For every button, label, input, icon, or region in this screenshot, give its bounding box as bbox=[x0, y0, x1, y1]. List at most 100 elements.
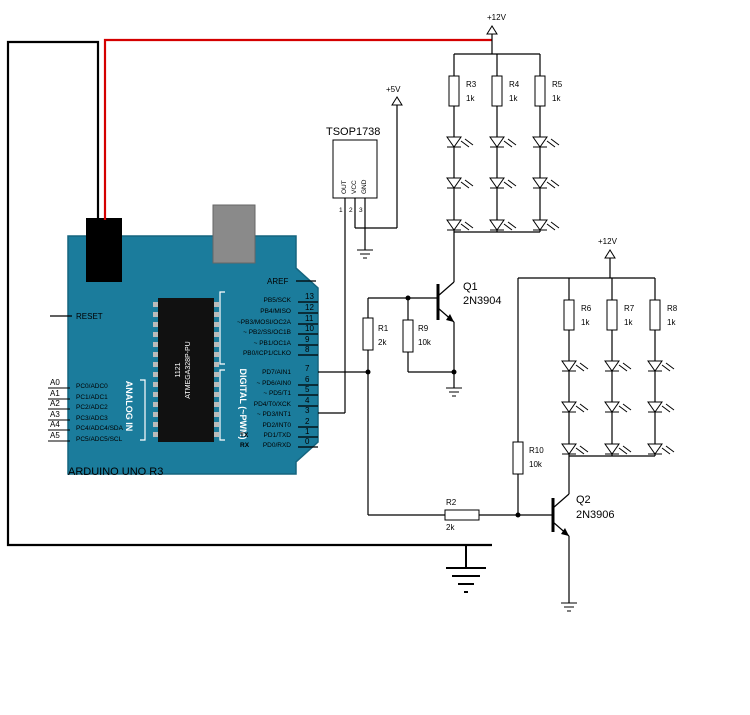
led-d11 bbox=[561, 401, 589, 413]
r1-value: 2k bbox=[378, 338, 387, 347]
r4-ref: R4 bbox=[509, 80, 520, 89]
pin-num-6: 6 bbox=[305, 375, 310, 384]
pin-label-1: PD1/TXD bbox=[264, 432, 292, 439]
transistor-q1: Q1 2N3904 bbox=[436, 281, 502, 397]
reset-label: RESET bbox=[76, 312, 103, 321]
analog-num-a5: A5 bbox=[50, 431, 60, 440]
led-d6 bbox=[489, 219, 517, 231]
pin-label-0: PD0/RXD bbox=[263, 442, 291, 449]
arduino-board: 1121 ATMEGA328P-PU DIGITAL (~PWM) ANALOG… bbox=[48, 204, 319, 478]
led-d10 bbox=[561, 360, 589, 372]
pin-num-12: 12 bbox=[305, 303, 314, 312]
pin-label-11: ~PB3/MOSI/OC2A bbox=[237, 319, 292, 326]
led-d14 bbox=[604, 401, 632, 413]
led-d17 bbox=[647, 401, 675, 413]
pin-label-7: PD7/AIN1 bbox=[262, 369, 291, 376]
power-wires bbox=[6, 38, 492, 593]
digital-bracket-bottom bbox=[219, 369, 225, 441]
pin-num-1: 1 bbox=[305, 427, 310, 436]
power-12v-top: +12V bbox=[454, 13, 540, 55]
junction-pin7 bbox=[365, 369, 371, 375]
pin-label-9: ~ PB1/OC1A bbox=[254, 340, 292, 347]
rx-label: RX bbox=[240, 442, 250, 449]
led-column-4: R6 1k bbox=[561, 278, 592, 470]
r3-ref: R3 bbox=[466, 80, 477, 89]
pin-label-13: PB5/SCK bbox=[264, 297, 292, 304]
power-jack bbox=[86, 218, 122, 282]
pin-num-0: 0 bbox=[305, 437, 310, 446]
led-d16 bbox=[647, 360, 675, 372]
r4-value: 1k bbox=[509, 94, 518, 103]
resistor-r7 bbox=[606, 299, 618, 331]
v12-top-arrow bbox=[486, 25, 498, 35]
led-column-6: R8 1k bbox=[647, 278, 678, 456]
q2-ref: Q2 bbox=[576, 494, 591, 506]
r7-value: 1k bbox=[624, 318, 633, 327]
resistor-r1 bbox=[362, 317, 374, 351]
led-d5 bbox=[489, 177, 517, 189]
chip-pins bbox=[153, 302, 219, 437]
pin-label-5: ~ PD5/T1 bbox=[263, 390, 291, 397]
led-bank-bottom: R6 1k R7 1k R8 1k bbox=[561, 278, 678, 470]
analog-num-a1: A1 bbox=[50, 389, 60, 398]
pin-num-10: 10 bbox=[305, 324, 314, 333]
analog-bracket bbox=[140, 379, 146, 441]
pin-label-10: ~ PB2/SS/OC1B bbox=[243, 329, 291, 336]
r9-ref: R9 bbox=[418, 324, 429, 333]
r8-value: 1k bbox=[667, 318, 676, 327]
analog-label-a0: PC0/ADC0 bbox=[76, 383, 108, 390]
pin-label-8: PB0/ICP1/CLKO bbox=[243, 350, 291, 357]
analog-label-a1: PC1/ADC1 bbox=[76, 394, 108, 401]
led-d2 bbox=[446, 177, 474, 189]
red-12v-wire bbox=[103, 38, 492, 220]
analog-label-a3: PC3/ADC3 bbox=[76, 415, 108, 422]
sensor-pin3-num: 3 bbox=[359, 207, 363, 214]
resistor-r3 bbox=[448, 75, 460, 107]
arduino-name: ARDUINO UNO R3 bbox=[68, 466, 163, 478]
r3-value: 1k bbox=[466, 94, 475, 103]
chip-name-label: ATMEGA328P-PU bbox=[185, 341, 192, 398]
sensor-body bbox=[332, 139, 378, 199]
pin-label-12: PB4/MISO bbox=[260, 308, 291, 315]
pin-num-11: 11 bbox=[305, 314, 314, 323]
pin-num-5: 5 bbox=[305, 385, 310, 394]
led-d8 bbox=[532, 177, 560, 189]
led-d7 bbox=[532, 136, 560, 148]
led-column-3: R5 1k bbox=[532, 54, 563, 232]
led-d15 bbox=[604, 443, 632, 455]
v5-arrow bbox=[391, 96, 403, 106]
r2-ref: R2 bbox=[446, 498, 457, 507]
pin-label-3: ~ PD3/INT1 bbox=[257, 411, 292, 418]
black-gnd-wire bbox=[6, 40, 492, 547]
r8-ref: R8 bbox=[667, 304, 678, 313]
digital-title: DIGITAL (~PWM) bbox=[238, 369, 248, 440]
sensor-pin-vcc: VCC bbox=[351, 180, 358, 194]
analog-num-a2: A2 bbox=[50, 399, 60, 408]
analog-num-a4: A4 bbox=[50, 420, 60, 429]
junction-q2-base bbox=[515, 512, 521, 518]
pin-label-4: PD4/T0/XCK bbox=[254, 401, 292, 408]
q1-part: 2N3904 bbox=[463, 295, 502, 307]
usb-connector bbox=[212, 204, 256, 264]
q1-base-network: R1 2k R9 10k bbox=[318, 295, 457, 515]
r6-ref: R6 bbox=[581, 304, 592, 313]
r10-value: 10k bbox=[529, 460, 543, 469]
analog-title: ANALOG IN bbox=[124, 381, 134, 432]
q2-part: 2N3906 bbox=[576, 509, 615, 521]
analog-pins: PC0/ADC0 PC1/ADC1 PC2/ADC2 PC3/ADC3 PC4/… bbox=[48, 378, 124, 443]
pin-num-9: 9 bbox=[305, 335, 310, 344]
sensor-name: TSOP1738 bbox=[326, 126, 380, 138]
led-column-5: R7 1k bbox=[604, 278, 635, 456]
pin-num-4: 4 bbox=[305, 396, 310, 405]
sensor-pin2-num: 2 bbox=[349, 207, 353, 214]
pin-num-8: 8 bbox=[305, 345, 310, 354]
v12-mid-label: +12V bbox=[598, 237, 618, 246]
analog-label-a2: PC2/ADC2 bbox=[76, 404, 108, 411]
resistor-r6 bbox=[563, 299, 575, 331]
r5-value: 1k bbox=[552, 94, 561, 103]
resistor-r5 bbox=[534, 75, 546, 107]
r5-ref: R5 bbox=[552, 80, 563, 89]
pin-label-6: ~ PD6/AIN0 bbox=[256, 380, 291, 387]
analog-num-a0: A0 bbox=[50, 378, 60, 387]
